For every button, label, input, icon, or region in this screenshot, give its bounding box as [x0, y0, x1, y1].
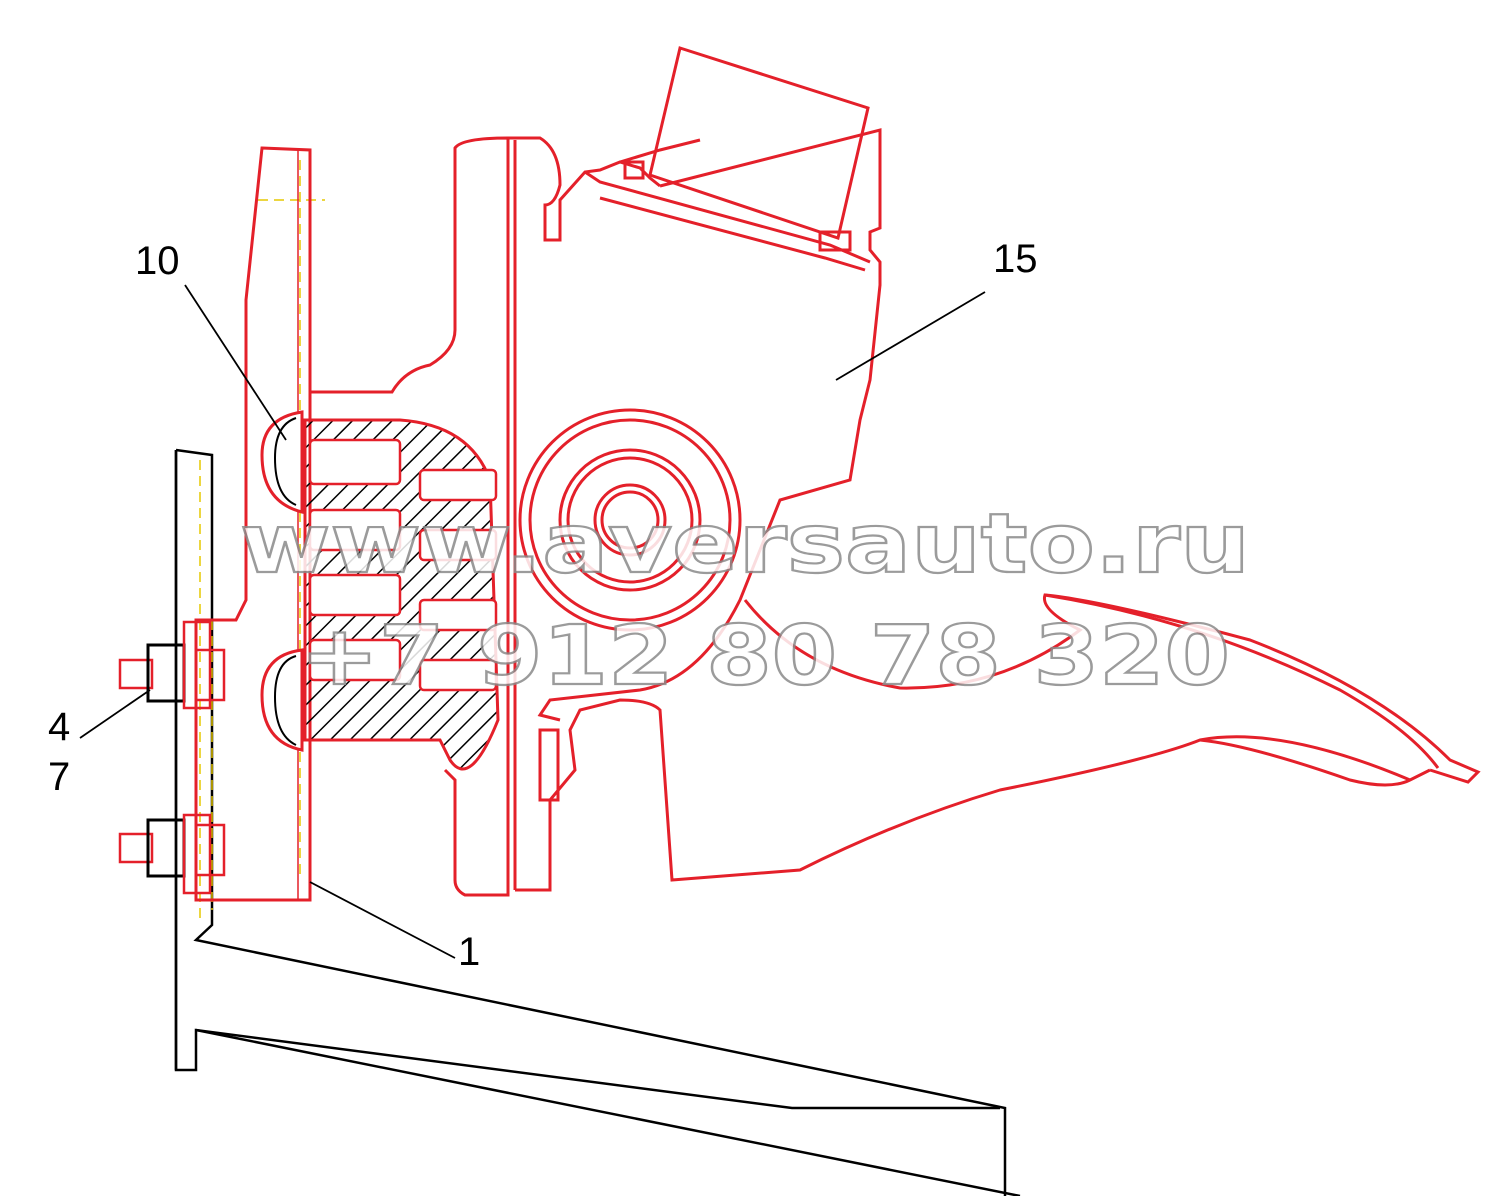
clamp-lower [260, 648, 304, 752]
watermark-site: www.aversauto.ru [240, 497, 1250, 592]
bolt-lower [118, 813, 226, 895]
frame-bracket [174, 448, 1021, 1196]
callout-15: 15 [993, 237, 1038, 281]
callout-10: 10 [135, 239, 180, 283]
callout-1: 1 [458, 930, 480, 974]
callout-7: 7 [48, 755, 70, 799]
bolt-upper [118, 620, 226, 710]
mounting-plate [194, 146, 312, 902]
hatched-section [303, 418, 500, 771]
return-spring [518, 408, 742, 632]
centerlines [199, 160, 325, 920]
watermark-phone: +7 912 80 78 320 [300, 609, 1230, 704]
leader-lines [79, 284, 986, 959]
pedal-arm [743, 593, 1481, 787]
connector-box [623, 46, 870, 252]
pedal-housing [310, 128, 1411, 897]
clamp-upper [260, 410, 304, 514]
callout-4: 4 [48, 705, 70, 749]
